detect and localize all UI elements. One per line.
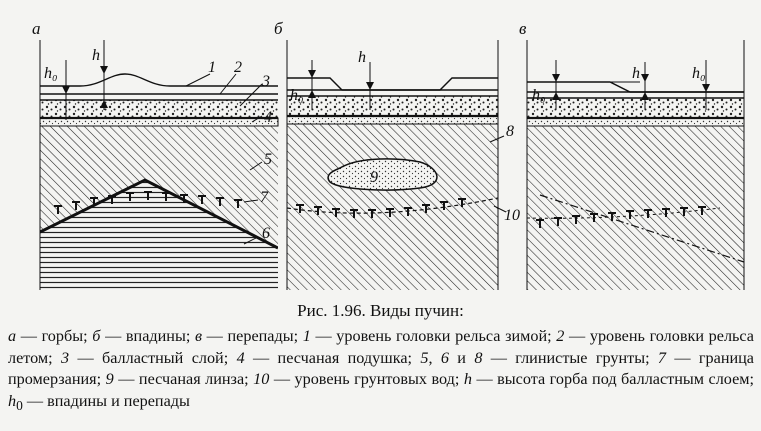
legend-key-10: 10 — [253, 370, 270, 389]
h0-label-b: h₀ — [290, 87, 304, 104]
h-label-a: h — [92, 47, 100, 64]
legend-key-a: а — [8, 327, 17, 345]
h0-label-a: h₀ — [44, 65, 58, 82]
number-label-8: 8 — [506, 123, 514, 140]
number-label-1: 1 — [208, 59, 216, 76]
panel-a — [39, 40, 279, 290]
number-label-10: 10 — [504, 207, 520, 224]
number-label-6: 6 — [262, 225, 270, 242]
h0-label-c2: h₀ — [692, 65, 706, 82]
h0-label-c1: h₀ — [532, 87, 546, 104]
legend-text-a: — горбы; — [16, 327, 93, 345]
number-label-9: 9 — [370, 169, 378, 186]
legend-key-h: h — [463, 370, 472, 389]
legend-key-4: 4 — [236, 348, 245, 367]
leader-lines — [185, 73, 507, 245]
legend-key-b: б — [92, 327, 101, 345]
legend-text-7: — граница промерзания; — [8, 348, 754, 389]
legend-text-9: — песчаная линза; — [113, 370, 254, 389]
frost-ticks-c — [536, 206, 706, 228]
panel-label-a: а — [32, 19, 41, 38]
legend-comma: , — [428, 348, 441, 367]
number-label-4: 4 — [264, 109, 272, 126]
legend-text-8: — глинистые грунты; — [482, 348, 658, 367]
figure-caption-legend: а — горбы; б — впадины; в — перепады; 1 … — [8, 326, 754, 417]
sand-cushion — [39, 117, 279, 127]
legend-key-5: 5 — [420, 348, 429, 367]
legend-key-7: 7 — [657, 348, 667, 367]
legend-key-3: 3 — [61, 348, 70, 367]
freezing-boundary — [40, 178, 278, 250]
number-label-2: 2 — [234, 59, 242, 76]
legend-text-h: — высота горба под балластным слоем; — [471, 370, 754, 389]
legend-text-b: — впадины; — [100, 327, 195, 345]
panel-c — [526, 40, 745, 290]
number-label-7: 7 — [260, 189, 269, 206]
legend-key-2: 2 — [556, 327, 565, 345]
legend-text-4: — песчаная подушка; — [244, 348, 421, 367]
ballast-layer — [40, 100, 278, 118]
legend-text-10: — уровень грунтовых вод; — [269, 370, 464, 389]
frost-ticks-a — [54, 191, 242, 214]
pucheen-figure: а б в h₀ h h₀ h h₀ h h₀ 1 2 3 4 5 6 7 8 … — [32, 19, 745, 290]
legend-key-v: в — [194, 327, 203, 345]
legend-text-h0: — впадины и перепады — [22, 391, 190, 410]
legend-and: и — [448, 348, 475, 367]
frost-ticks-b — [296, 198, 466, 218]
clay-soil-c — [527, 126, 744, 290]
panel-label-b: б — [274, 19, 283, 38]
rail-level-winter — [40, 73, 278, 87]
groundwater-level — [539, 194, 745, 263]
h-label-b: h — [358, 49, 366, 66]
legend-key-6: 6 — [440, 348, 449, 367]
legend-key-8: 8 — [474, 348, 483, 367]
legend-key-h0: h — [8, 391, 17, 410]
legend-text-2: — уровень головки рельса летом; — [8, 327, 754, 367]
figure-caption-title: Рис. 1.96. Виды пучин: — [297, 301, 464, 320]
panel-label-v: в — [519, 19, 527, 38]
number-label-5: 5 — [264, 151, 272, 168]
legend-text-3: — балластный слой; — [69, 348, 237, 367]
legend-key-1: 1 — [302, 327, 311, 345]
legend-text-1: — уровень головки рельса зимой; — [310, 327, 557, 345]
panel-b — [286, 40, 499, 290]
legend-key-h0-sub: 0 — [16, 398, 23, 414]
legend-key-9: 9 — [105, 370, 114, 389]
h-label-c: h — [632, 65, 640, 82]
clay-soil-6 — [40, 180, 278, 290]
number-label-3: 3 — [261, 73, 270, 90]
legend-text-v: — перепады; — [202, 327, 303, 345]
sand-lens — [327, 158, 438, 191]
